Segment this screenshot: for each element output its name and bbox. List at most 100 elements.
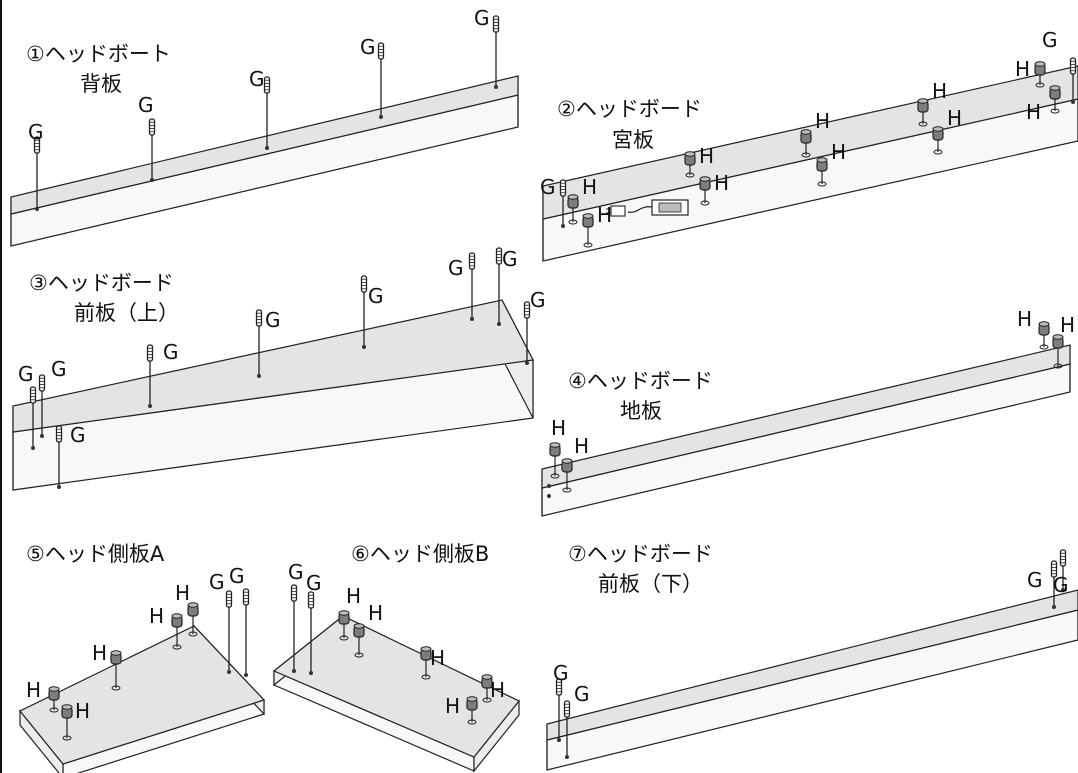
panel-7-title: ⑦ヘッドボード: [568, 542, 713, 566]
cam-hole: [1053, 363, 1063, 369]
part-h-label: H: [815, 109, 830, 133]
part-g-label: G: [265, 308, 281, 332]
cam-lock-top: [1049, 85, 1061, 91]
part-g-label: G: [18, 362, 34, 386]
cam-lock-top: [420, 646, 432, 652]
cam-hole: [801, 152, 811, 158]
cam-hole: [685, 172, 695, 178]
cam-lock-top: [338, 610, 350, 616]
part-h-label: H: [574, 434, 589, 458]
dowel-pin-icon: [555, 678, 563, 696]
dowel-pin-icon: [377, 42, 385, 60]
dowel-pin-icon: [242, 588, 250, 606]
dowel-pin-icon: [146, 344, 154, 362]
dowel-hole: [470, 317, 474, 321]
part-h-label: H: [346, 584, 361, 608]
dowel-pin-icon: [55, 425, 63, 443]
dowel-pin-icon: [492, 15, 500, 33]
dowel-hole: [57, 485, 61, 489]
dowel-pin-icon: [255, 309, 263, 327]
part-g-label: G: [474, 6, 490, 30]
cam-hole: [1050, 108, 1060, 114]
dowel-hole: [257, 374, 261, 378]
part-h-label: H: [699, 144, 714, 168]
cam-lock-top: [917, 98, 929, 104]
cam-lock-top: [816, 157, 828, 163]
dowel-hole: [150, 178, 154, 182]
dowel-hole: [525, 361, 529, 365]
panel-5-board-top-face: [19, 625, 266, 765]
panel-6-title: ⑥ヘッド側板B: [351, 542, 490, 566]
cam-lock-top: [684, 151, 696, 157]
dowel-pin-icon: [263, 76, 271, 94]
part-g-label: G: [249, 67, 265, 91]
part-g-label: G: [530, 288, 546, 312]
dowel-pin-icon: [1069, 57, 1077, 75]
part-h-label: H: [947, 106, 962, 130]
dowel-pin-icon: [495, 247, 503, 265]
part-g-label: G: [28, 120, 44, 144]
dowel-hole: [557, 738, 561, 742]
cam-lock-top: [187, 602, 199, 608]
panel-1-subtitle: 背板: [80, 72, 122, 96]
panel-2-subtitle: 宮板: [612, 128, 654, 152]
part-g-label: G: [306, 571, 322, 595]
panel-1-title: ①ヘッドボート: [26, 42, 171, 66]
panel-4-subtitle: 地板: [620, 399, 662, 423]
power-plug-icon: [610, 205, 626, 217]
part-h-label: H: [1015, 57, 1030, 81]
part-h-label: H: [1017, 307, 1032, 331]
panel-2-title: ②ヘッドボード: [557, 97, 702, 121]
part-g-label: G: [448, 256, 464, 280]
dowel-pin-icon: [1050, 560, 1058, 578]
panel-4-board-top-face: [541, 344, 1071, 489]
part-g-label: G: [1042, 28, 1058, 52]
cam-hole: [550, 473, 560, 479]
side-hole: [547, 494, 551, 498]
dowel-hole: [1061, 588, 1065, 592]
cam-hole: [188, 631, 198, 637]
cam-lock-top: [582, 213, 594, 219]
part-g-label: G: [70, 423, 86, 447]
cam-lock-top: [1038, 321, 1050, 327]
dowel-pin-icon: [33, 136, 41, 154]
part-h-label: H: [551, 416, 566, 440]
cam-hole: [700, 200, 710, 206]
dowel-pin-icon: [360, 275, 368, 293]
dowel-pin-icon: [225, 590, 233, 608]
cam-hole: [111, 685, 121, 691]
part-h-label: H: [490, 678, 505, 702]
cam-lock-top: [110, 650, 122, 656]
cam-hole: [562, 487, 572, 493]
part-h-label: H: [26, 678, 41, 702]
cam-lock-top: [1034, 61, 1046, 67]
cam-lock-top: [481, 674, 493, 680]
cam-hole: [339, 635, 349, 641]
part-g-label: G: [1053, 573, 1069, 597]
cam-hole: [172, 644, 182, 650]
cam-hole: [421, 674, 431, 680]
cam-lock-top: [699, 176, 711, 182]
cam-lock-top: [1052, 334, 1064, 340]
dowel-hole: [227, 670, 231, 674]
dowel-pin-icon: [523, 301, 531, 319]
dowel-hole: [362, 345, 366, 349]
dowel-pin-icon: [148, 118, 156, 136]
part-g-label: G: [209, 570, 225, 594]
cam-lock-top: [48, 686, 60, 692]
cam-lock-top: [466, 696, 478, 702]
cam-hole: [1039, 344, 1049, 350]
part-h-label: H: [92, 641, 107, 665]
part-h-label: H: [149, 604, 164, 628]
part-g-label: G: [163, 340, 179, 364]
dowel-pin-icon: [29, 386, 37, 404]
part-h-label: H: [1026, 100, 1041, 124]
panel-6-board-top-face: [272, 615, 520, 758]
cam-hole: [482, 697, 492, 703]
part-h-label: H: [75, 699, 90, 723]
part-g-label: G: [540, 175, 556, 199]
dowel-pin-icon: [559, 179, 567, 197]
panel-4-title: ④ヘッドボード: [568, 369, 713, 393]
cam-hole: [817, 181, 827, 187]
